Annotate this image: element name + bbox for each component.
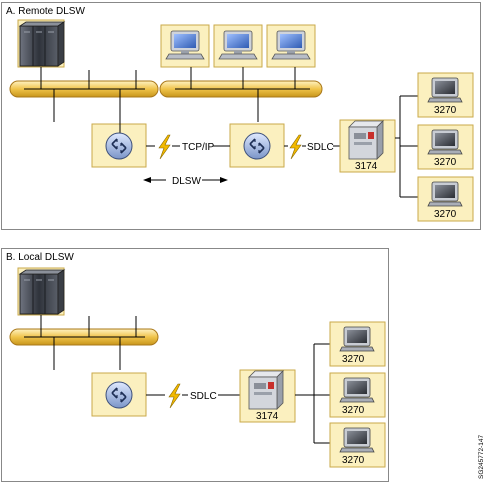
controller-icon <box>348 120 384 160</box>
router-box-a1 <box>91 123 147 168</box>
terminal-icon <box>427 77 463 103</box>
panel-remote-title: A. Remote DLSW <box>6 6 85 17</box>
pc-icon <box>218 30 258 60</box>
terminal-label: 3270 <box>342 405 365 416</box>
terminal-label: 3270 <box>434 157 457 168</box>
mainframe-icon <box>19 21 65 67</box>
router-icon <box>105 381 133 409</box>
sdlc-label-a: SDLC <box>307 142 334 153</box>
pc-icon <box>165 30 205 60</box>
terminal-label: 3270 <box>434 209 457 220</box>
terminal-label: 3270 <box>342 455 365 466</box>
terminal-icon <box>339 427 375 453</box>
router-icon <box>243 132 271 160</box>
controller-label-b: 3174 <box>256 411 279 422</box>
terminal-icon <box>427 181 463 207</box>
terminal-icon <box>339 326 375 352</box>
mainframe-icon <box>19 269 65 315</box>
tcpip-label: TCP/IP <box>182 142 215 153</box>
controller-label-a: 3174 <box>355 161 378 172</box>
router-icon <box>105 132 133 160</box>
figure-id: SG245772-147 <box>478 435 485 479</box>
terminal-label: 3270 <box>342 354 365 365</box>
sdlc-label-b: SDLC <box>190 391 217 402</box>
terminal-icon <box>339 377 375 403</box>
terminal-icon <box>427 129 463 155</box>
terminal-label: 3270 <box>434 105 457 116</box>
pc-icon <box>271 30 311 60</box>
panel-local-title: B. Local DLSW <box>6 252 74 263</box>
dlsw-label: DLSW <box>172 176 201 187</box>
controller-icon <box>248 370 284 410</box>
